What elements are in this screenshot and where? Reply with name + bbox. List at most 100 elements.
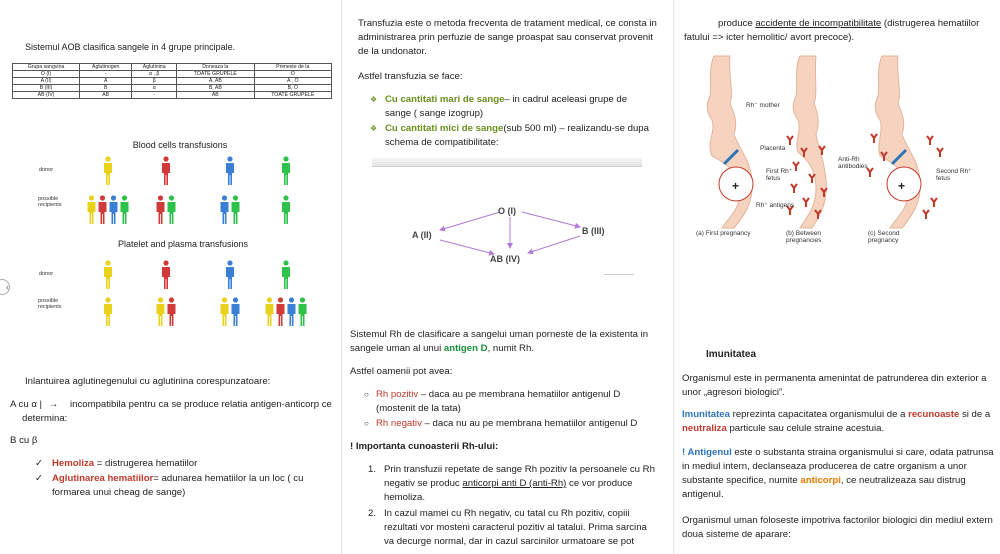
table-cell: TOATE GRUPELE: [253, 91, 333, 99]
rh-types-intro: Astfel oamenii pot avea:: [350, 366, 453, 377]
transfusion-methods-intro: Astfel transfuzia se face:: [358, 71, 463, 82]
antigen-term: ! Antigenul: [682, 447, 732, 458]
transfusion-paragraph: Transfuzia este o metoda frecventa de tr…: [358, 18, 657, 57]
recipients-label: possible recipients: [38, 298, 62, 310]
rh-negative-item: Rh negativ – daca nu au pe membrana hema…: [376, 417, 656, 431]
antibody-icon: [808, 173, 816, 183]
recipient-person-icon: [87, 195, 96, 224]
table-row: A (II) A β A, AB A , O: [11, 77, 333, 85]
hemoliza-term: Hemoliza: [52, 458, 95, 469]
rh-text: Sistemul Rh de clasificare a sangelui um…: [350, 329, 649, 354]
table-cell: O (I): [11, 70, 81, 78]
list-number: 2.: [368, 508, 377, 519]
check-icon: ✓: [35, 473, 44, 484]
circle-bullet-icon: ○: [364, 390, 369, 399]
recipients-label: possible recipients: [38, 196, 62, 208]
table-cell: A: [79, 77, 133, 85]
antibody-icon: [792, 161, 800, 171]
table-cell: -: [131, 91, 178, 99]
rh-importance-heading: ! Importanta cunoasterii Rh-ului:: [350, 441, 499, 452]
immunity-heading: Imunitatea: [706, 349, 757, 360]
table-cell: A , O: [253, 77, 333, 85]
table-cell: A, AB: [176, 77, 255, 85]
antibody-icon: [786, 135, 794, 145]
antigen-text-end: , ce neutralizeaza sau distrug antigenul…: [682, 475, 966, 500]
recipient-person-icon: [120, 195, 129, 224]
column-divider: [673, 0, 674, 554]
table-header: Aglutinina: [131, 63, 178, 71]
large-quantity-item: Cu cantitati mari de sange– in cadrul ac…: [385, 93, 655, 121]
table-cell: AB: [79, 91, 133, 99]
table-header: Grupa sangvina: [11, 63, 81, 71]
diamond-bullet-icon: ❖: [370, 95, 378, 104]
table-cell: B, O: [253, 84, 333, 92]
rh-text-end: , numit Rh.: [487, 343, 534, 354]
abo-title: Sistemul AOB clasifica sangele in 4 grup…: [25, 42, 236, 52]
first-fetus-label: First Rh⁺ fetus: [766, 168, 793, 182]
node-ab: AB (IV): [490, 254, 520, 264]
immunity-paragraph-2: Imunitatea reprezinta capacitatea organi…: [682, 408, 994, 436]
recipient-person-icon: [282, 195, 290, 224]
table-cell: B: [79, 84, 133, 92]
donor-person-icon: [104, 156, 112, 185]
donor-person-icon: [225, 156, 234, 185]
a-alpha-line: A cu α | →: [10, 398, 58, 412]
column-middle: Transfuzia este o metoda frecventa de tr…: [342, 0, 672, 554]
hemoliza-item: Hemoliza = distrugerea hematiilor: [52, 457, 332, 471]
circle-bullet-icon: ○: [364, 419, 369, 428]
rh-positive-text: – daca au pe membrana hematiilor antigen…: [376, 389, 621, 414]
figure-title-blood: Blood cells transfusions: [133, 140, 228, 150]
donor-label: donor: [39, 271, 53, 277]
table-cell: α , β: [131, 70, 178, 78]
recipient-person-icon: [265, 297, 274, 326]
antibody-icon: [786, 205, 794, 215]
large-quantity-term: Cu cantitati mari de sange: [385, 94, 505, 105]
aglutinare-item: Aglutinarea hematiilor= adunarea hematii…: [52, 472, 322, 500]
incompatibility-paragraph: produce accidente de incompatibilitate (…: [684, 17, 994, 45]
caption-c: (c) Second pregnancy: [868, 230, 900, 244]
small-quantity-text: (sub 500 ml) – realizandu-se dupa schema…: [385, 123, 649, 148]
rh-negative-term: Rh negativ: [376, 418, 422, 429]
recipient-person-icon: [231, 195, 240, 224]
recipient-person-icon: [98, 195, 107, 224]
antibody-icon: [930, 197, 938, 207]
recipient-person-icon: [220, 195, 229, 224]
table-row: B (III) B α B, AB B, O: [11, 84, 333, 92]
recipient-person-icon: [298, 297, 307, 326]
recipient-person-icon: [109, 195, 118, 224]
recipient-person-icon: [231, 297, 240, 326]
agglutination-intro: Inlantuirea aglutinegenului cu aglutinin…: [25, 376, 271, 387]
table-cell: B, AB: [176, 84, 255, 92]
antibody-icon: [814, 209, 822, 219]
transfusion-figure: Blood cells transfusions Platelet and pl…: [38, 140, 307, 326]
rh-mother-label: Rh⁻ mother: [746, 102, 780, 109]
rh-positive-item: Rh pozitiv – daca au pe membrana hematii…: [376, 388, 656, 416]
caption-b: (b) Between pregnancies: [786, 230, 822, 244]
node-o: O (I): [498, 206, 516, 216]
plus-sign-icon: +: [898, 179, 905, 193]
embedded-toolbar-image: [372, 158, 642, 167]
table-cell: α: [131, 84, 178, 92]
anti-rh-label: Anti-Rh antibodies: [838, 156, 868, 170]
aglutinare-term: Aglutinarea hematiilor: [52, 473, 154, 484]
antigen-d-term: antigen D: [443, 343, 488, 354]
table-cell: O: [253, 70, 333, 78]
table-header: Aglutinogen: [79, 63, 133, 71]
imun-text: reprezinta capacitatea organismului de a: [729, 409, 909, 420]
donor-person-icon: [161, 156, 170, 185]
list-number: 1.: [368, 464, 377, 475]
antibody-icon: [870, 133, 878, 143]
people-icons: [87, 156, 307, 326]
incompatibility-term: accidente de incompatibilitate: [755, 18, 882, 29]
abo-table: Grupa sangvina Aglutinogen Aglutinina Do…: [11, 63, 333, 99]
plus-sign-icon: +: [732, 179, 739, 193]
recipient-person-icon: [167, 297, 176, 326]
recipient-person-icon: [156, 297, 165, 326]
recunoaste-term: recunoaste: [908, 409, 960, 420]
large-quantity-text: – in cadrul aceleasi grupe de sange ( sa…: [385, 94, 628, 119]
b-beta-line: B cu β: [10, 435, 38, 446]
node-b: B (III): [582, 226, 605, 236]
rh-negative-text: – daca nu au pe membrana hematiilor anti…: [421, 418, 638, 429]
table-header: Doneaza la: [176, 63, 255, 71]
rh-positive-term: Rh pozitiv: [376, 389, 419, 400]
